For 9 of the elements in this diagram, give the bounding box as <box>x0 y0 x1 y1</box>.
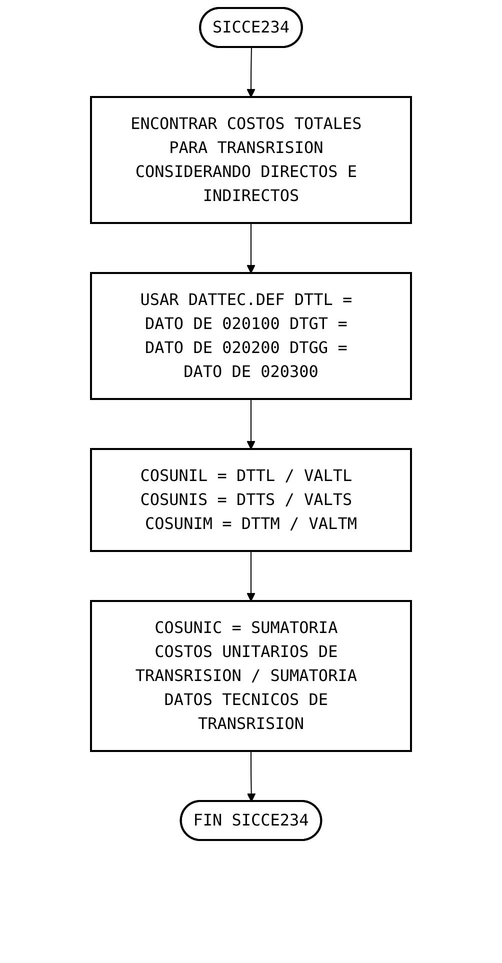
node-box: COSUNIL = DTTL / VALTL COSUNIS = DTTS / VALTS COSUNIM = DTTM / VALTM <box>90 448 412 552</box>
node-box: ENCONTRAR COSTOS TOTALES PARA TRANSRISION CONSIDERANDO DIRECTOS E INDIRECTOS <box>90 96 412 224</box>
arrow <box>246 47 256 98</box>
arrow <box>246 750 256 802</box>
node-box: USAR DATTEC.DEF DTTL = DATO DE 020100 DTGT = DATO DE 020200 DTGG = DATO DE 020300 <box>90 272 412 400</box>
arrow <box>246 222 256 274</box>
arrow <box>246 550 256 602</box>
arrow <box>246 398 256 450</box>
node-box: COSUNIC = SUMATORIA COSTOS UNITARIOS DE TRANSRISION / SUMATORIA DATOS TECNICOS DE TRANSRISION <box>90 600 412 752</box>
